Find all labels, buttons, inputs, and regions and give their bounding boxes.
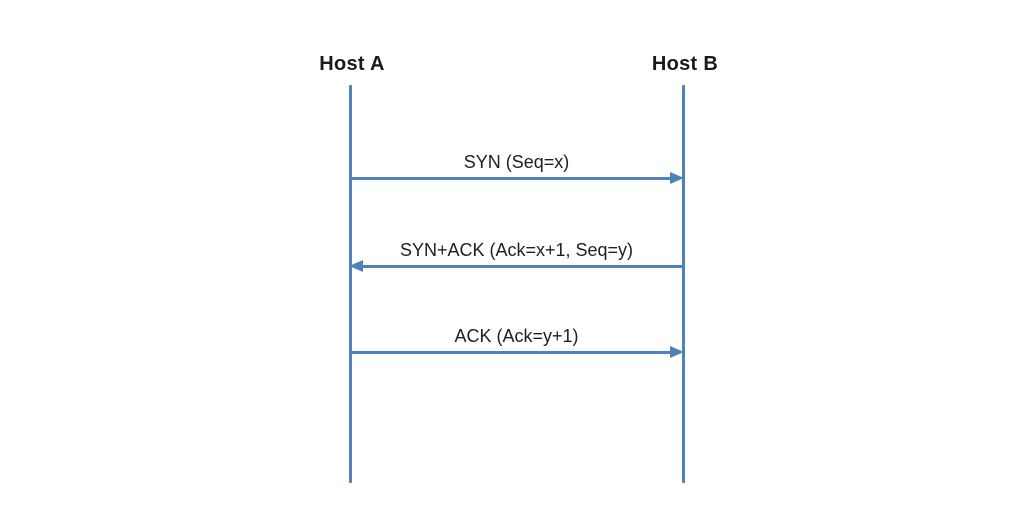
message-ack: ACK (Ack=y+1)	[350, 326, 684, 358]
message-syn-ack-label: SYN+ACK (Ack=x+1, Seq=y)	[399, 240, 634, 260]
arrowhead-right-icon	[670, 172, 684, 184]
host-b-label: Host B	[651, 53, 719, 75]
host-b-lifeline	[682, 85, 685, 483]
message-ack-arrow-line	[350, 351, 672, 354]
message-syn-ack: SYN+ACK (Ack=x+1, Seq=y)	[349, 240, 683, 272]
message-syn: SYN (Seq=x)	[350, 152, 684, 184]
message-ack-label: ACK (Ack=y+1)	[454, 326, 579, 346]
message-syn-arrow-line	[350, 177, 672, 180]
host-a-label: Host A	[319, 53, 385, 75]
message-syn-label: SYN (Seq=x)	[463, 152, 570, 172]
host-a-lifeline	[349, 85, 352, 483]
arrowhead-right-icon	[670, 346, 684, 358]
arrowhead-left-icon	[349, 260, 363, 272]
message-syn-ack-arrow-line	[361, 265, 683, 268]
